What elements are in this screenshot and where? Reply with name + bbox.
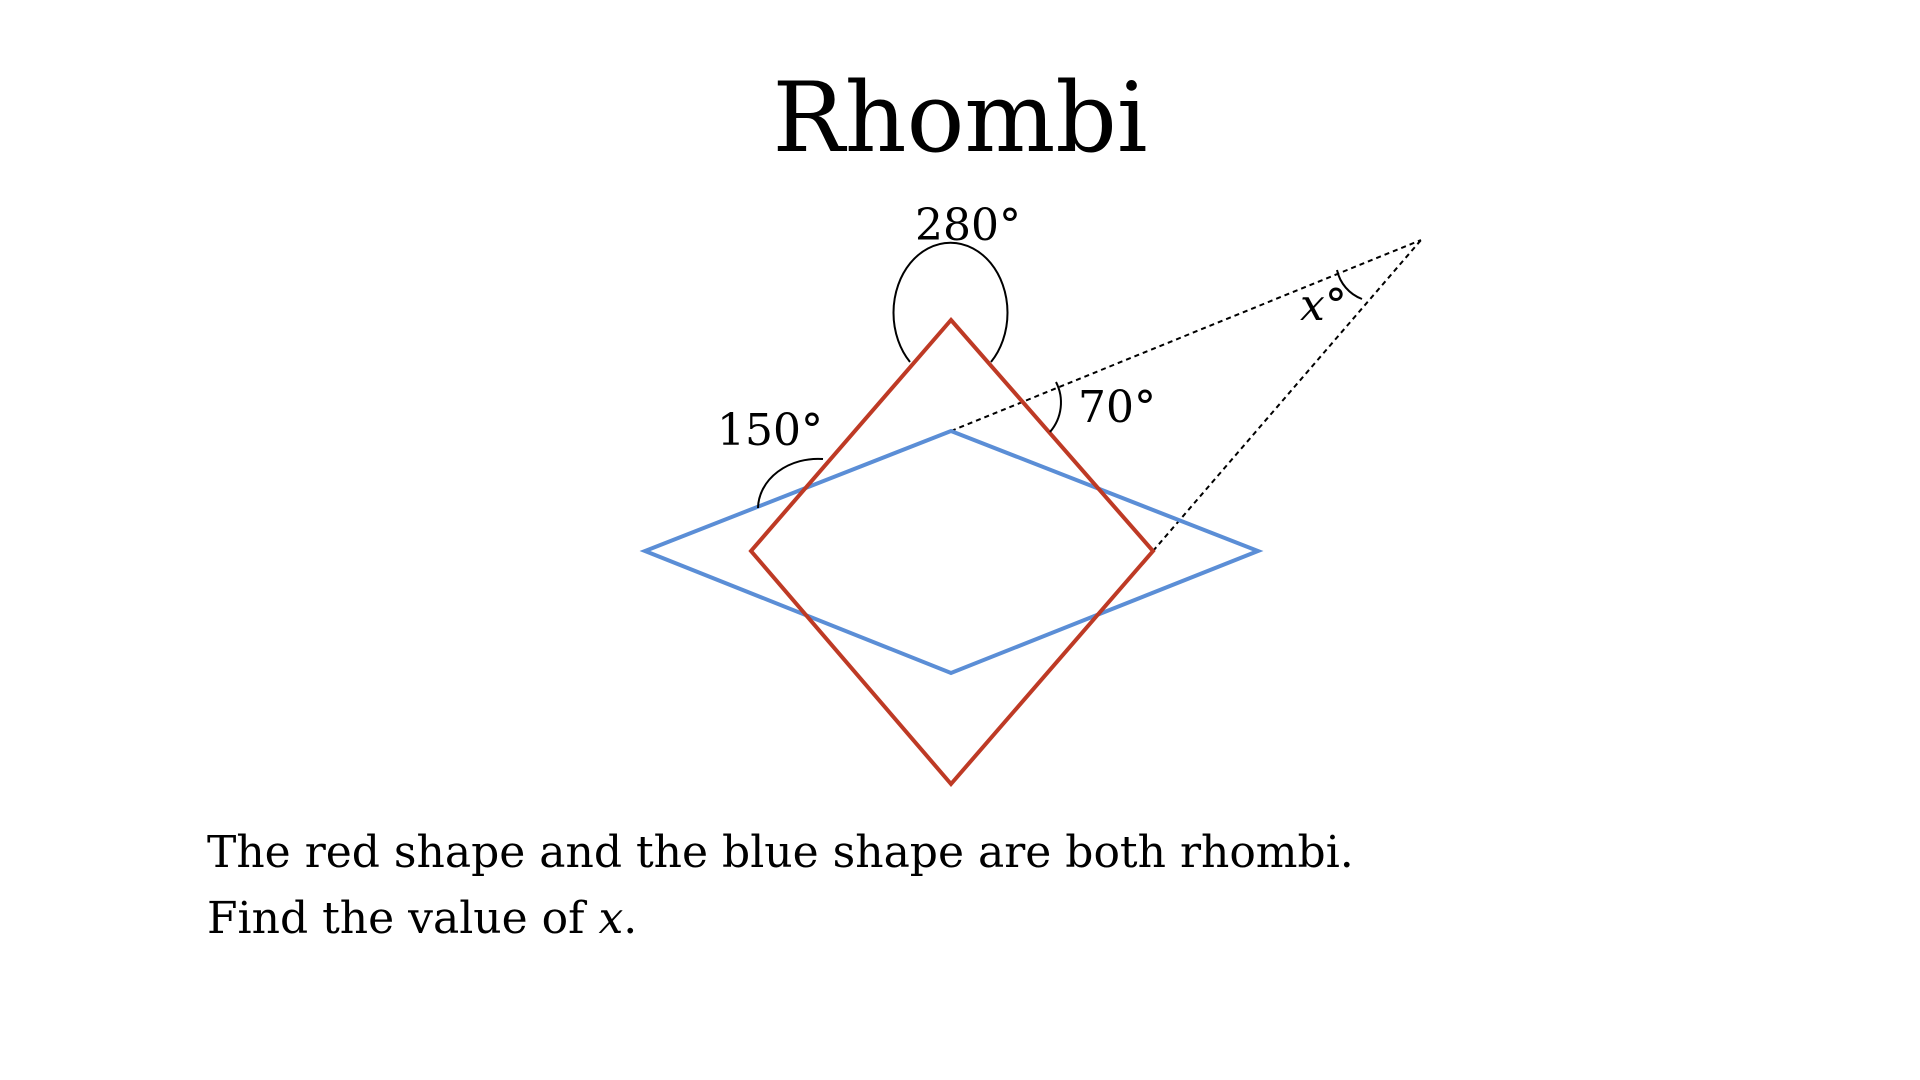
dotted-line-side (1152, 239, 1422, 552)
red-rhombus (748, 316, 1156, 788)
angle-arc-280 (892, 241, 1009, 363)
question-text: The red shape and the blue shape are bot… (207, 820, 1354, 952)
question-variable: x (598, 893, 624, 944)
blue-rhombus (639, 428, 1264, 676)
angle-label-70: 70° (1078, 382, 1156, 433)
question-line-1: The red shape and the blue shape are bot… (207, 827, 1354, 878)
angle-arc-150 (757, 457, 824, 509)
page-title: Rhombi (772, 62, 1148, 174)
angle-label-150: 150° (717, 405, 823, 456)
angle-label-280: 280° (915, 200, 1021, 251)
question-prefix: Find the value of (207, 893, 599, 944)
dotted-line-top (950, 239, 1422, 432)
angle-label-x: x° (1300, 280, 1347, 331)
question-line-2: Find the value of x. (207, 886, 1354, 952)
angle-arc-70 (1049, 381, 1062, 433)
angle-arc-x (1336, 269, 1363, 300)
question-suffix: . (623, 893, 638, 944)
